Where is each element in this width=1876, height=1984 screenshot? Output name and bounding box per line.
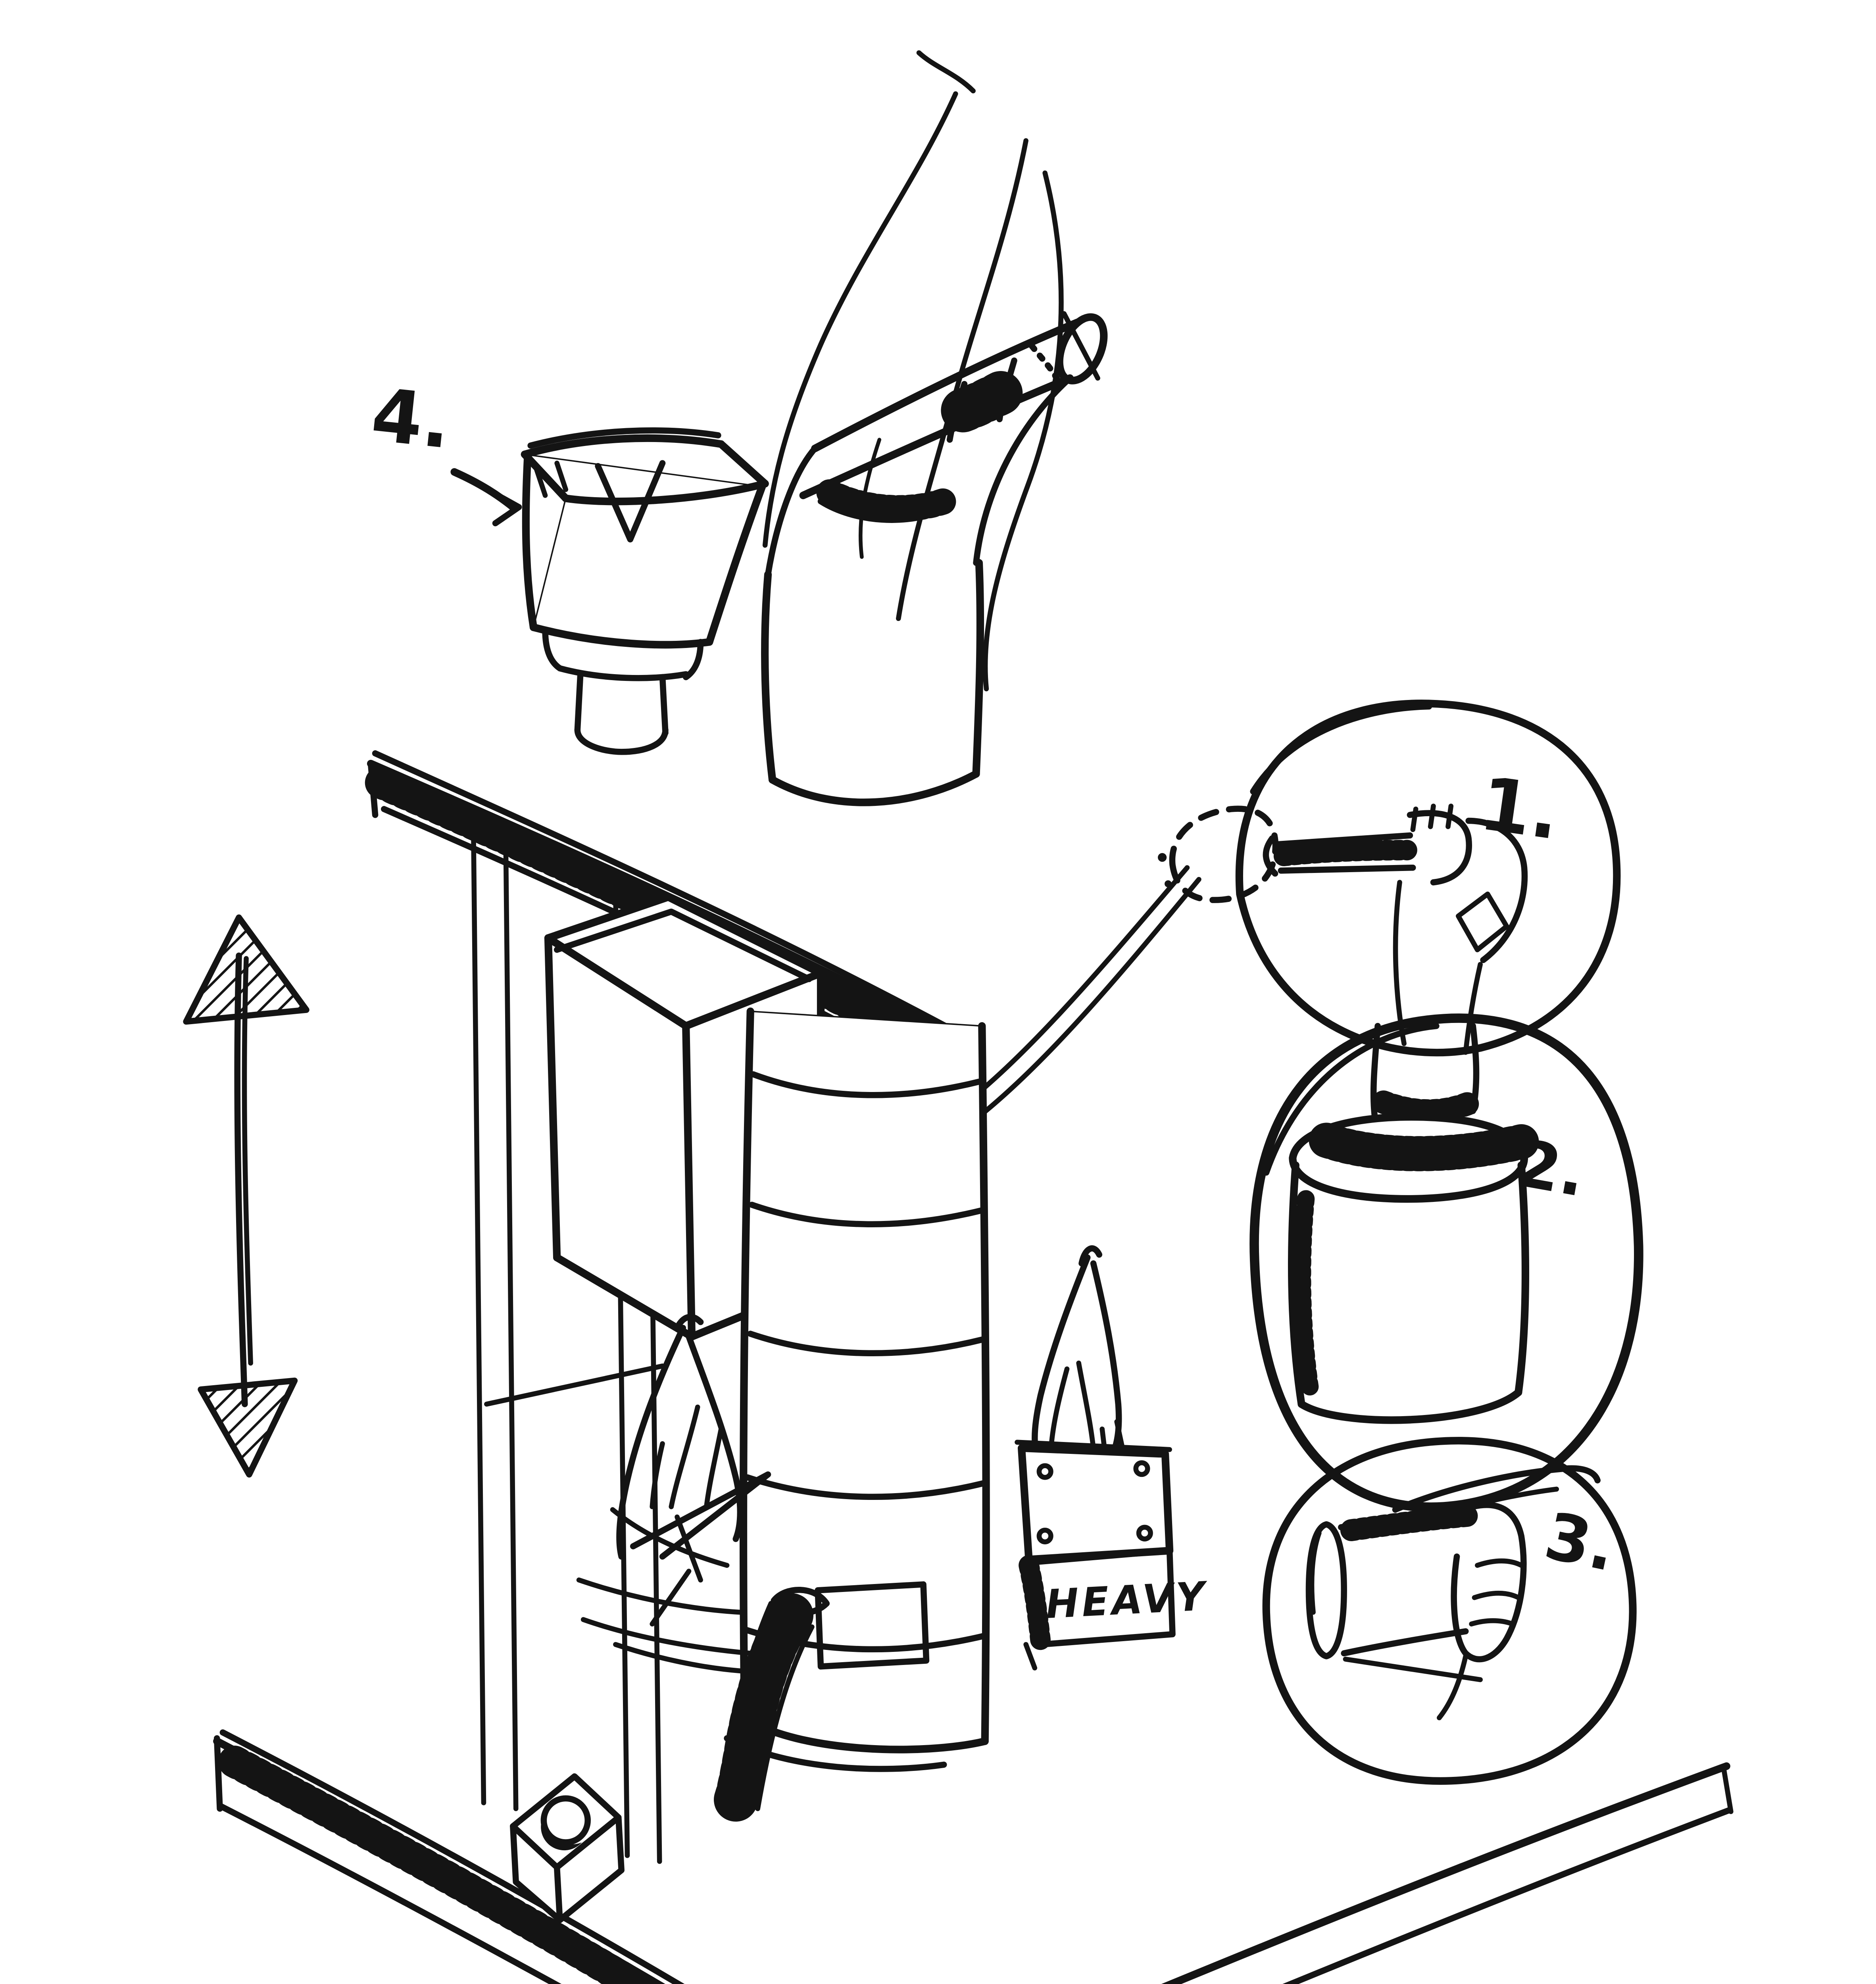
pipe-joint-hatching [816, 479, 957, 522]
beaker-bottom [1341, 1628, 1469, 1657]
cylinder-side-hatching [1294, 1190, 1319, 1398]
arrowhead-down [198, 1377, 298, 1478]
chimney-right-edge [972, 559, 984, 778]
hand-holding-lit-match-icon [1158, 804, 1528, 1055]
platform-edge-hatching [218, 1746, 665, 1984]
floor-button-block [510, 1773, 625, 1923]
flame-right [1032, 1245, 1128, 1469]
finger-hatching [1309, 1123, 1539, 1171]
callout-step3: 3. [1262, 1437, 1637, 1785]
column-right-edge [978, 1022, 990, 1745]
column-band [750, 1071, 982, 1098]
heavy-sign: HEAVY [1015, 1440, 1209, 1671]
hopper-neck [574, 671, 584, 733]
sign-edge-hatching [1019, 1555, 1051, 1652]
kindling-sticks [576, 1471, 771, 1674]
arrowhead-up [183, 914, 309, 1025]
column-left-edge [739, 1007, 754, 1722]
callout-step1: 1. [1158, 700, 1621, 1057]
thumb [1451, 1502, 1527, 1663]
hopper-left-face [522, 453, 538, 631]
wrist-line [1436, 1653, 1469, 1721]
pipe-mouth-hatching [1028, 342, 1061, 384]
button-shading [541, 1811, 582, 1851]
hand-holding-beaker-icon [1305, 1465, 1601, 1721]
beaker-rim [1305, 1521, 1347, 1659]
pipe-sleeve-hatching [941, 368, 1029, 433]
step1-label: 1. [1475, 761, 1565, 857]
wrist-line [1463, 962, 1483, 1055]
sign-bolt [1133, 1460, 1150, 1477]
platform-right-edge [1161, 1762, 1730, 1984]
step4-arrow [450, 468, 522, 527]
match-stick-hatching [1273, 840, 1417, 867]
match-stick [1275, 832, 1416, 874]
cylinder-right [1515, 1161, 1530, 1396]
callout1-circle [1235, 700, 1621, 1057]
corrugated-hose [713, 1587, 830, 1822]
hopper-funnel: 4. [367, 372, 769, 755]
callout3-circle [1262, 1437, 1637, 1785]
hopper-notch [595, 460, 666, 543]
callout2-circle [1249, 1013, 1643, 1512]
sign-bolt [1036, 1463, 1053, 1480]
sign-bolt [1036, 1527, 1053, 1545]
column-band [749, 1202, 984, 1227]
cylinder-left [1288, 1161, 1305, 1408]
hand-pressing-cylinder-icon [1288, 1023, 1539, 1424]
crate-left-edge [544, 934, 561, 1261]
index-finger [1392, 1465, 1601, 1513]
match-flame [1169, 806, 1279, 903]
updown-arrow [183, 914, 309, 1478]
wrist-crease-hatching [1372, 1090, 1484, 1123]
column-band [747, 1330, 985, 1357]
chimney-pipe-assembly [761, 311, 1108, 806]
step4-label: 4. [367, 372, 455, 465]
sign-text: HEAVY [1044, 1573, 1209, 1628]
column-band [744, 1474, 987, 1500]
wrist-line [1393, 880, 1407, 1046]
smoke-wisps [762, 50, 1064, 692]
callout-step2: 2. [1249, 1013, 1643, 1512]
step3-label: 3. [1539, 1498, 1622, 1586]
hose-nozzle [771, 1587, 830, 1616]
furnace-column [724, 1007, 990, 1772]
chimney-left-edge [761, 571, 777, 784]
sign-bolt [1136, 1525, 1153, 1542]
column-door [815, 1581, 930, 1670]
flame-left [576, 1314, 771, 1674]
hose-ribs [713, 1593, 814, 1822]
